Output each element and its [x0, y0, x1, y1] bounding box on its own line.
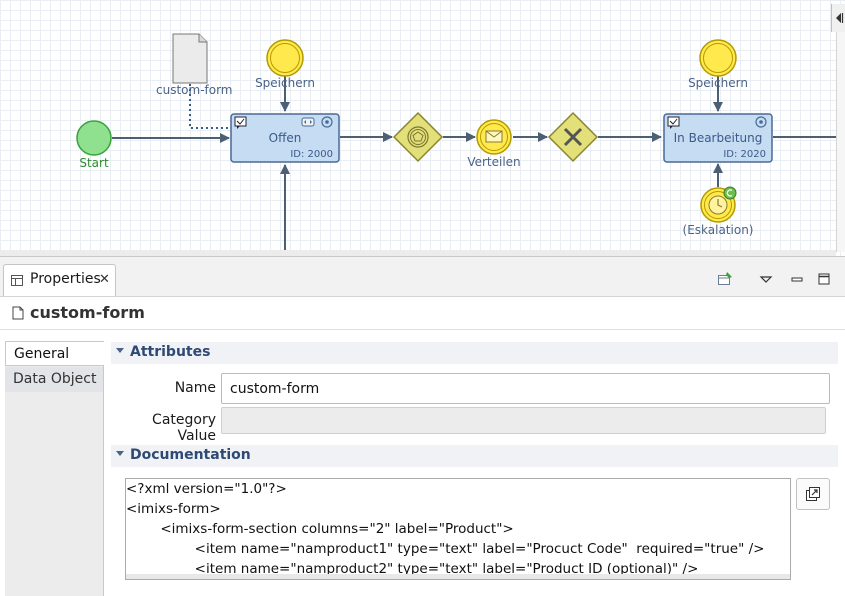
- documentation-textarea[interactable]: <?xml version="1.0"?> <imixs-form> <imix…: [125, 478, 791, 580]
- pin-view-button[interactable]: [716, 270, 734, 288]
- minimize-button[interactable]: [788, 270, 806, 288]
- open-editor-button[interactable]: [796, 478, 830, 510]
- chevron-down-icon: [116, 348, 124, 353]
- palette-collapse-button[interactable]: [831, 4, 845, 32]
- documentation-section-label: Documentation: [130, 447, 251, 463]
- pin-icon: [718, 272, 732, 285]
- properties-tab-label: Properties: [30, 271, 101, 287]
- side-tab-data-object[interactable]: Data Object: [5, 367, 103, 392]
- event-speichern-2-label: Speichern: [688, 76, 748, 90]
- timer-eskalation-label: (Eskalation): [683, 223, 754, 237]
- start-event-label: Start: [79, 156, 109, 170]
- task-offen[interactable]: Offen ID: 2000: [230, 113, 340, 163]
- start-event[interactable]: Start: [76, 120, 112, 170]
- attributes-section-label: Attributes: [130, 344, 211, 360]
- envelope-icon: [485, 130, 503, 143]
- canvas-horizontal-scrollbar[interactable]: [0, 250, 836, 256]
- task-bearbeitung-id: ID: 2020: [723, 149, 766, 160]
- settings-icon: [321, 116, 333, 128]
- event-gateway[interactable]: [392, 111, 444, 163]
- properties-title-text: custom-form: [30, 303, 145, 322]
- properties-tab[interactable]: Properties ✕: [3, 264, 116, 296]
- task-offen-title: Offen: [269, 131, 302, 145]
- category-value-field[interactable]: [221, 407, 826, 434]
- chevron-left-icon: [836, 13, 844, 23]
- bpmn-canvas[interactable]: custom-form Start Speichern: [0, 0, 845, 257]
- canvas-vertical-scrollbar[interactable]: [836, 32, 845, 252]
- timer-event-eskalation[interactable]: (Eskalation): [683, 186, 754, 237]
- side-tab-general[interactable]: General: [5, 341, 104, 366]
- condition-badge-icon: [723, 186, 737, 200]
- chevron-down-icon: [759, 276, 773, 283]
- category-value-label: Category Value: [152, 412, 216, 444]
- bpmn-diagram[interactable]: custom-form Start Speichern: [0, 0, 845, 256]
- event-speichern-1-label: Speichern: [255, 76, 315, 90]
- documentation-horizontal-scrollbar[interactable]: [126, 574, 790, 579]
- workflow-icon: [301, 117, 315, 127]
- task-offen-id: ID: 2000: [290, 149, 333, 160]
- name-label: Name: [174, 380, 216, 396]
- user-task-icon: [234, 116, 247, 129]
- attributes-section-header[interactable]: Attributes: [111, 342, 838, 364]
- minimize-icon: [791, 277, 803, 282]
- clock-icon: [708, 195, 728, 215]
- view-menu-button[interactable]: [757, 270, 775, 288]
- documentation-line: <?xml version="1.0"?>: [126, 481, 287, 497]
- properties-icon: [11, 275, 23, 286]
- maximize-icon: [818, 273, 830, 285]
- properties-side-tabs: General Data Object: [5, 341, 104, 596]
- data-object-label: custom-form: [156, 83, 233, 97]
- task-in-bearbeitung[interactable]: In Bearbeitung ID: 2020: [663, 113, 773, 163]
- chevron-down-icon: [116, 451, 124, 456]
- association-dataobject[interactable]: [189, 84, 229, 129]
- open-editor-icon: [806, 487, 820, 501]
- task-bearbeitung-title: In Bearbeitung: [674, 131, 763, 145]
- sequence-flows: [112, 76, 836, 252]
- divider: [0, 329, 845, 330]
- properties-title: custom-form: [12, 303, 145, 322]
- catch-event-speichern-1[interactable]: Speichern: [255, 39, 315, 90]
- properties-tab-bar: Properties ✕: [0, 262, 845, 297]
- documentation-line: <item name="namproduct1" type="text" lab…: [126, 541, 765, 557]
- user-task-icon: [667, 116, 680, 129]
- message-event-verteilen[interactable]: Verteilen: [467, 119, 521, 169]
- documentation-section-header[interactable]: Documentation: [111, 445, 838, 467]
- settings-icon: [755, 116, 767, 128]
- documentation-line: <imixs-form-section columns="2" label="P…: [126, 521, 514, 537]
- document-icon: [12, 306, 24, 320]
- documentation-line: <imixs-form>: [126, 501, 221, 517]
- documentation-line: <item name="namproduct2" type="text" lab…: [126, 561, 699, 577]
- close-icon[interactable]: ✕: [99, 272, 110, 287]
- catch-event-speichern-2[interactable]: Speichern: [688, 39, 748, 90]
- name-input[interactable]: [221, 373, 830, 404]
- properties-panel: custom-form General Data Object Attribut…: [0, 297, 845, 596]
- exclusive-gateway[interactable]: [547, 111, 599, 163]
- event-verteilen-label: Verteilen: [467, 155, 520, 169]
- maximize-button[interactable]: [815, 270, 833, 288]
- data-object-custom-form[interactable]: custom-form: [156, 33, 233, 97]
